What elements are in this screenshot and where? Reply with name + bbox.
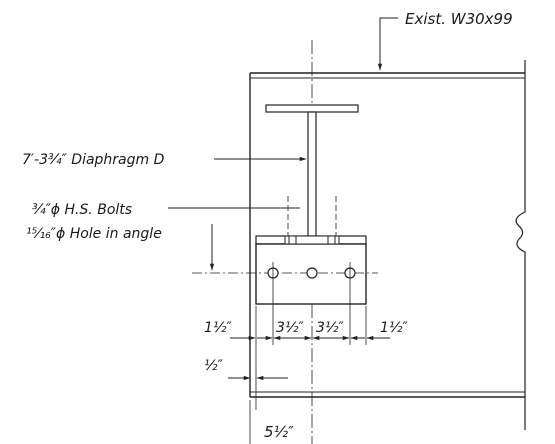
diaphragm-label: 7′-3¾″ Diaphragm D xyxy=(22,152,165,168)
break-line xyxy=(515,60,526,430)
diaphragm-tee xyxy=(265,104,359,237)
dimension-row xyxy=(228,306,390,444)
beam-label-leader xyxy=(377,17,398,71)
dim-total: 5½″ xyxy=(264,423,294,441)
bolt-holes xyxy=(267,262,356,345)
dim-left-edge: 1½″ xyxy=(204,320,232,336)
dim-right-edge: 1½″ xyxy=(380,320,408,336)
dim-bolt-space-2: 3½″ xyxy=(316,320,344,336)
dim-half: ½″ xyxy=(204,358,224,374)
beam-label: Exist. W30x99 xyxy=(405,10,513,28)
existing-beam xyxy=(249,60,526,430)
dim-bolt-space-1: 3½″ xyxy=(276,320,304,336)
bolt-label: ¾″ϕ H.S. Bolts xyxy=(32,202,132,218)
hole-label: ¹⁵⁄₁₆″ϕ Hole in angle xyxy=(26,226,162,242)
